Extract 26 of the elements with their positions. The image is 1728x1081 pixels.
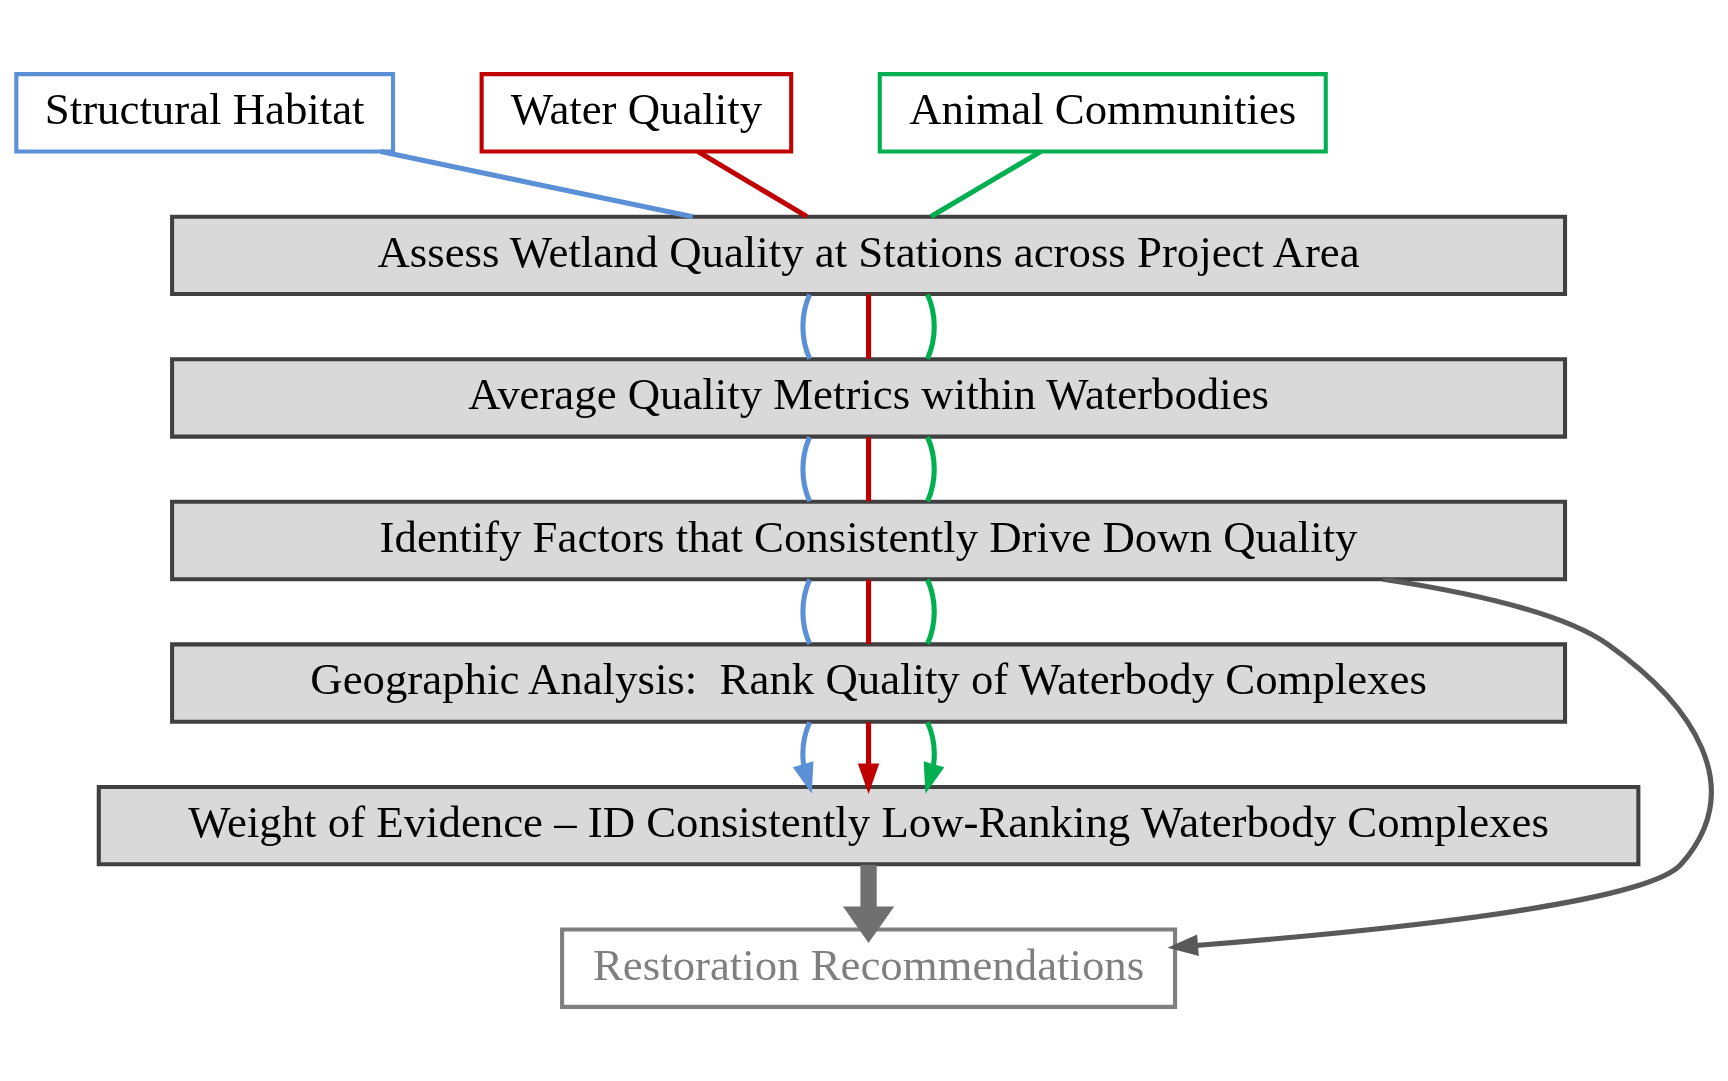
node-box: Assess Wetland Quality at Stations across Project Area [170, 214, 1568, 297]
connector [800, 436, 812, 503]
connector [925, 436, 937, 503]
connector [866, 579, 872, 644]
arrow [792, 721, 814, 794]
connector [866, 294, 872, 359]
node-box: Identify Factors that Consistently Drive Down Quality [170, 499, 1568, 582]
connector [925, 578, 937, 645]
connector [929, 149, 1042, 219]
connector [866, 437, 872, 502]
connector [800, 578, 812, 645]
node-box: Geographic Analysis: Rank Quality of Waterbody Complexes [170, 642, 1568, 724]
node-box: Weight of Evidence – ID Consistently Low-Ranking Waterbody Complexes [96, 784, 1641, 867]
node-box: Animal Communities [877, 72, 1328, 154]
arrow [857, 722, 880, 795]
node-box: Average Quality Metrics within Waterbodies [170, 357, 1568, 439]
connector [696, 149, 808, 219]
connector [925, 293, 937, 360]
node-box: Water Quality [479, 72, 794, 154]
arrow [1167, 576, 1714, 956]
node-box: Structural Habitat [14, 72, 396, 154]
arrow [842, 864, 895, 944]
arrow [923, 721, 945, 794]
connector [380, 149, 694, 220]
node-box: Restoration Recommendations [560, 927, 1178, 1009]
connector [800, 293, 812, 360]
